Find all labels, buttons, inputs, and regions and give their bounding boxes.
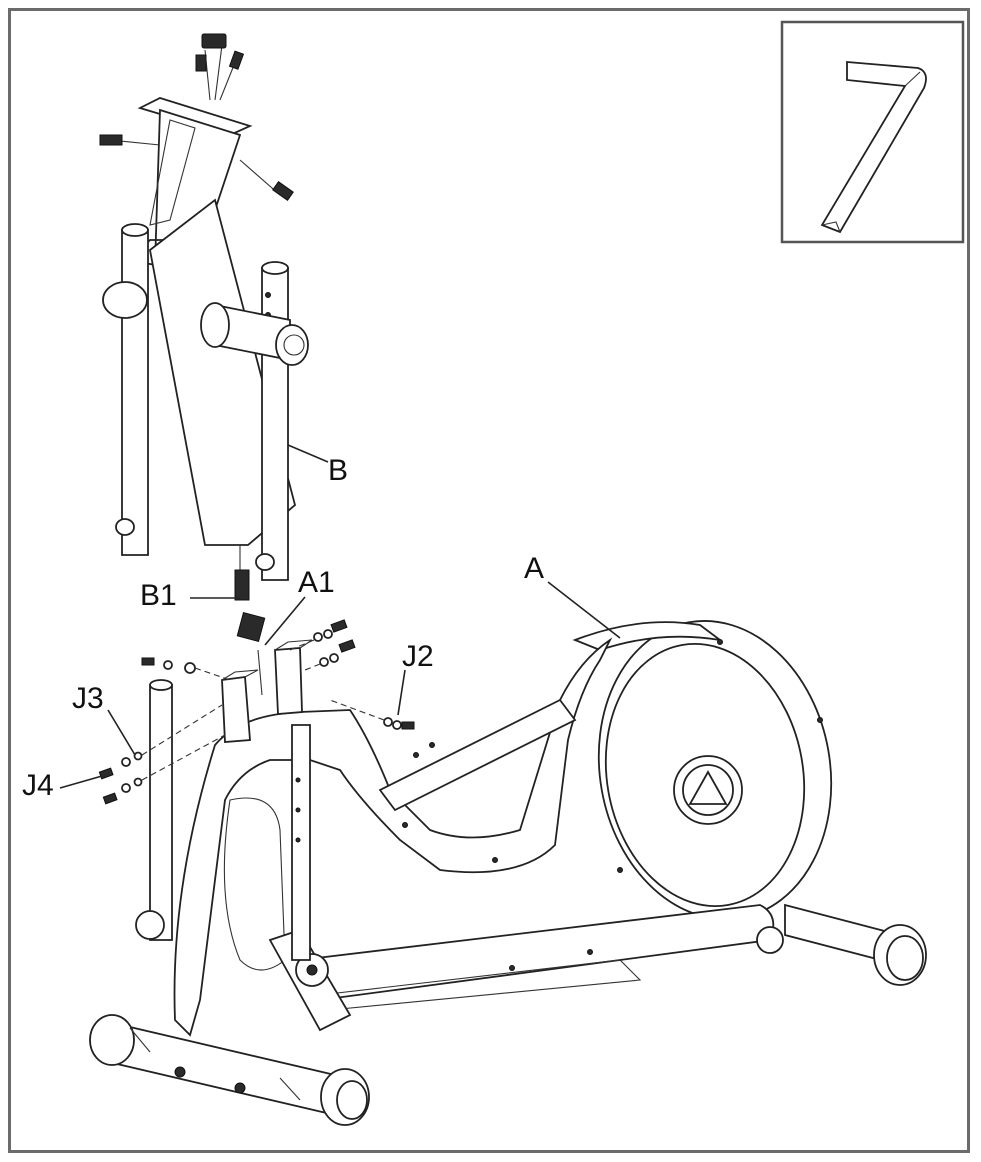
hardware-bolts: [98, 619, 415, 805]
elliptical-frame-a: [89, 611, 927, 1126]
console-mast-b: [99, 33, 309, 601]
leader-lines: [59, 444, 621, 789]
label-a1: A1: [298, 566, 335, 599]
allen-key-icon: [820, 61, 927, 234]
label-a: A: [524, 552, 544, 585]
diagram-frame: [8, 8, 970, 1153]
label-j4: J4: [22, 769, 54, 802]
label-b1: B1: [140, 579, 177, 612]
label-j3: J3: [72, 682, 104, 715]
label-j2: J2: [402, 640, 434, 673]
tool-inset: [780, 20, 965, 244]
label-b: B: [328, 454, 348, 487]
